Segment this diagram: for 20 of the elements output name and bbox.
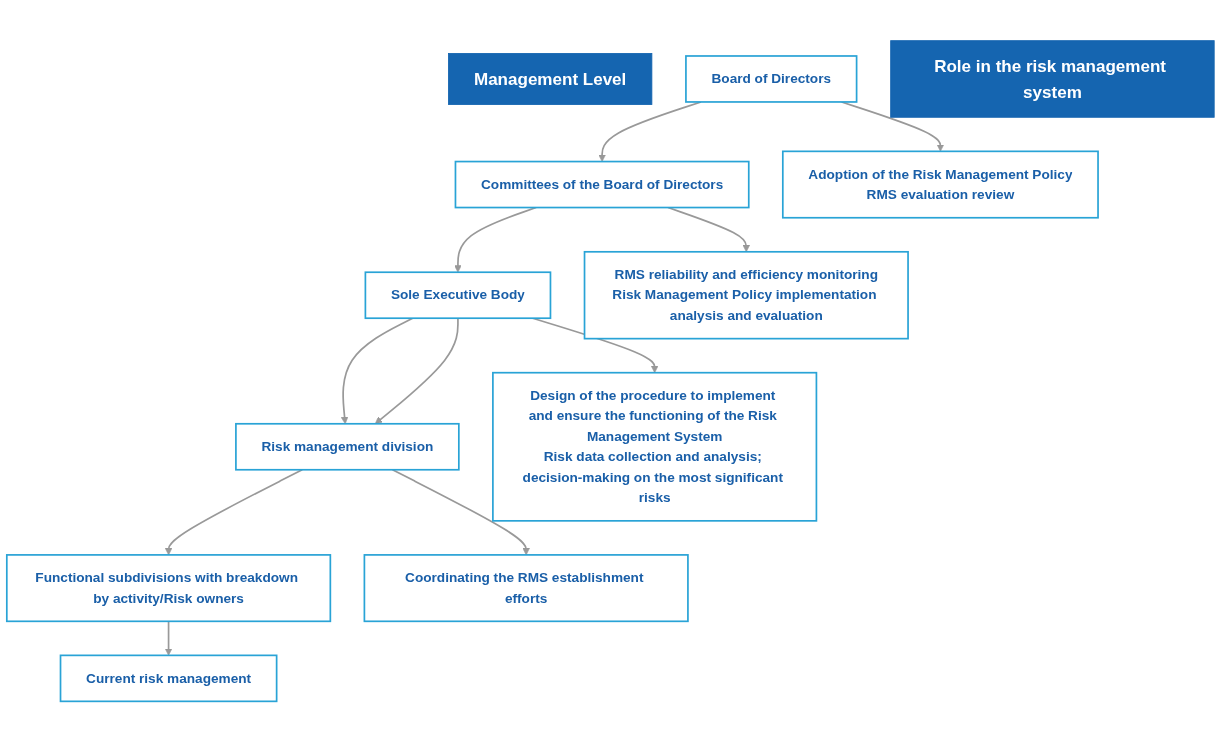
node-box: Functional subdivisions with breakdown by activity/Risk owners [5, 554, 332, 623]
node-box: Role in the risk management system [890, 40, 1215, 118]
node-box: Committees of the Board of Directors [454, 160, 750, 209]
arrow [340, 317, 414, 425]
node-box: Risk management division [235, 422, 460, 471]
arrow [667, 206, 751, 253]
arrow [391, 468, 530, 556]
node-box: Management Level [448, 53, 653, 105]
node-box: Coordinating the RMS establishment efforts [363, 554, 689, 623]
arrow [374, 317, 459, 425]
node-box: Board of Directors [685, 55, 858, 103]
node-box: Adoption of the Risk Management Policy RMS evaluation review [781, 150, 1099, 219]
node-box: Design of the procedure to implement and ensure the functioning of the Risk Management System Risk data collection and analysis; decision-making on the most significant risks [492, 371, 818, 522]
arrow [164, 620, 173, 656]
node-box: Sole Executive Body [364, 271, 552, 320]
node-box: RMS reliability and efficiency monitoring Risk Management Policy implementation analysis and evaluation [583, 250, 909, 340]
node-box: Current risk management [59, 654, 278, 703]
arrow [164, 468, 304, 556]
arrow [598, 101, 702, 162]
arrow [454, 206, 537, 273]
